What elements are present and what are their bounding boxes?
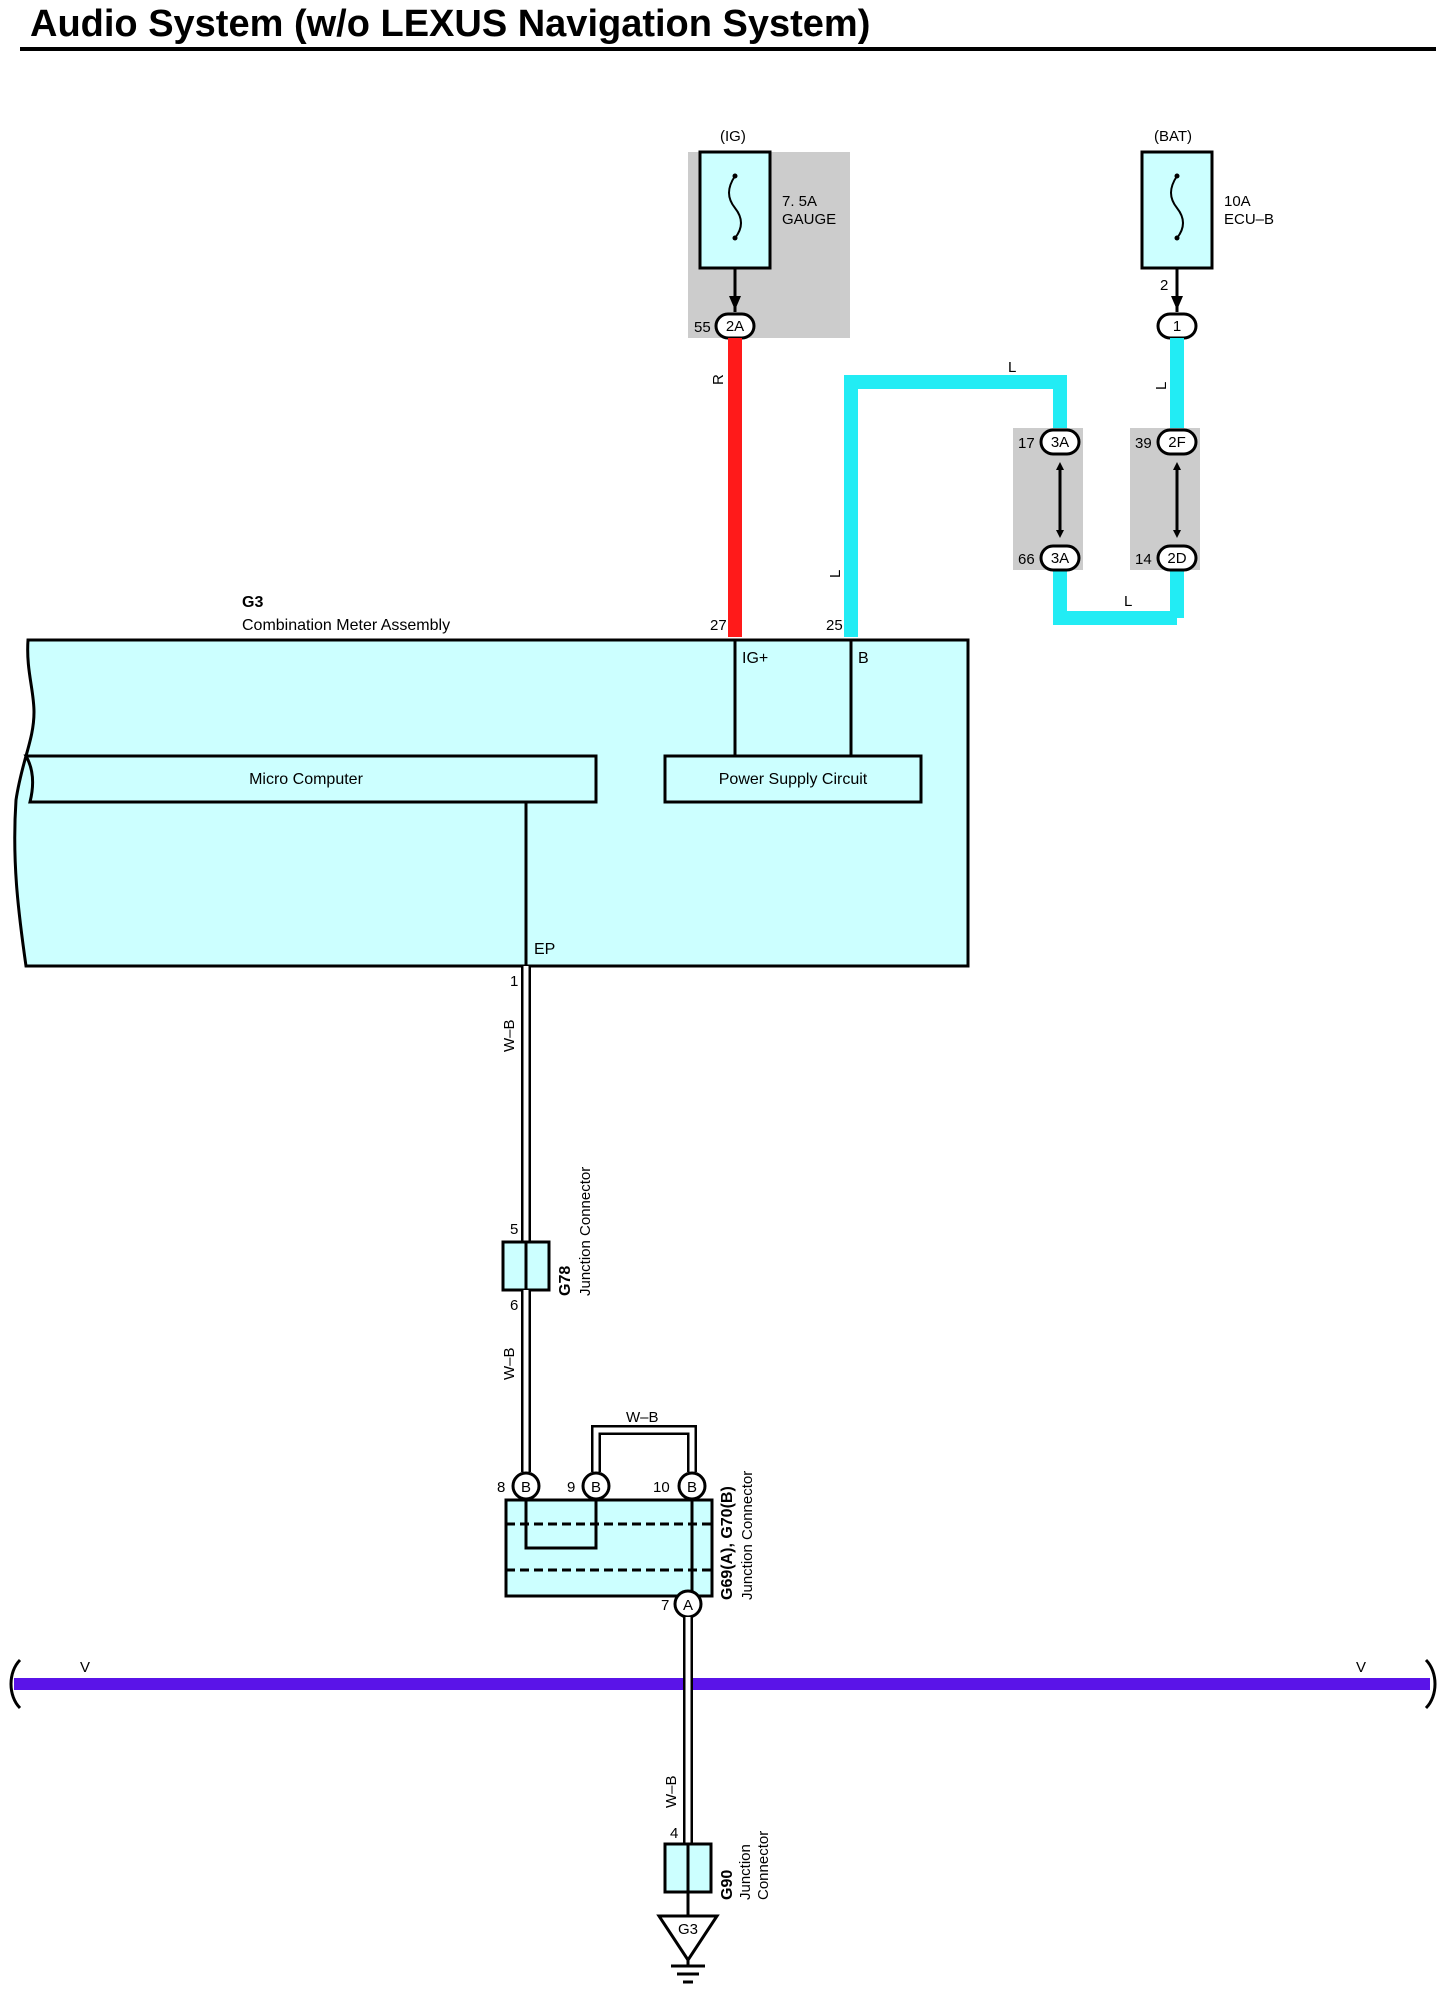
- ground-symbol: [656, 1914, 720, 1963]
- wire-wb-loop-label: W–B: [626, 1409, 659, 1426]
- ig-source-label: (IG): [720, 128, 746, 145]
- power-supply-label: Power Supply Circuit: [719, 771, 868, 788]
- wire-red-label: R: [710, 374, 727, 385]
- g90-name-1: Junction: [737, 1844, 754, 1900]
- connector-2f-label: 2F: [1168, 434, 1186, 451]
- g78-code: G78: [557, 1266, 574, 1296]
- connector-3a-top: [1039, 428, 1081, 456]
- fuse-gauge-rating: 7. 5A: [782, 193, 817, 210]
- g90-code: G90: [719, 1870, 736, 1900]
- micro-computer: [23, 754, 598, 804]
- connector-pin-10: [677, 1471, 707, 1501]
- pin-2: 2: [1160, 277, 1168, 294]
- pin-66: 66: [1018, 551, 1035, 568]
- pin-7: 7: [661, 1597, 669, 1614]
- pin-55: 55: [694, 319, 711, 336]
- g90-name-2: Connector: [755, 1831, 772, 1900]
- fuse-ecu-b-name: ECU–B: [1224, 211, 1274, 228]
- connector-2a-label: 2A: [726, 318, 744, 335]
- g69-name: Junction Connector: [739, 1471, 756, 1600]
- power-supply-circuit: [663, 754, 923, 804]
- terminal-ep: EP: [534, 941, 555, 958]
- svg-text:B: B: [591, 1479, 601, 1496]
- wire-blue-top: [844, 375, 1067, 637]
- fuse-ecu-b-icon: [1170, 175, 1184, 239]
- connector-pin-8: [511, 1471, 541, 1501]
- g78-name: Junction Connector: [577, 1167, 594, 1296]
- pin-1: 1: [510, 973, 518, 990]
- connector-pin-9: [581, 1471, 611, 1501]
- g69-code: G69(A), G70(B): [719, 1486, 736, 1600]
- connector-2f: [1156, 428, 1198, 456]
- wire-wb-loop: [591, 1425, 697, 1472]
- connector-1-label: 1: [1173, 318, 1181, 335]
- fuse-ecu-b-rating: 10A: [1224, 193, 1251, 210]
- pin-39: 39: [1135, 435, 1152, 452]
- connector-3a-top-label: 3A: [1051, 434, 1069, 451]
- ground-code: G3: [678, 1921, 698, 1938]
- pin-10: 10: [653, 1479, 670, 1496]
- bat-source-label: (BAT): [1154, 128, 1192, 145]
- meter-code: G3: [242, 594, 263, 611]
- wire-wb-label-3: W–B: [663, 1775, 680, 1808]
- wire-blue-meter-label: L: [827, 570, 844, 578]
- svg-text:B: B: [687, 1479, 697, 1496]
- wire-wb-label-1: W–B: [501, 1019, 518, 1052]
- fuse-gauge-name: GAUGE: [782, 211, 836, 228]
- wire-wb-label-2: W–B: [501, 1347, 518, 1380]
- fuse-gauge-icon: [728, 175, 742, 239]
- wire-violet-label-left: V: [80, 1659, 90, 1676]
- wire-violet-label-right: V: [1356, 1659, 1366, 1676]
- pin-14: 14: [1135, 551, 1152, 568]
- wire-blue-top-label: L: [1008, 359, 1016, 376]
- wire-blue-bottom: [1053, 570, 1177, 625]
- wire-blue-bat-label: L: [1153, 382, 1170, 390]
- pin-27: 27: [710, 617, 727, 634]
- terminal-ig: IG+: [742, 650, 768, 667]
- pin-5: 5: [510, 1221, 518, 1238]
- connector-2d: [1156, 544, 1198, 572]
- pin-4: 4: [670, 1825, 678, 1842]
- wire-blue-bottom-label: L: [1124, 593, 1132, 610]
- terminal-b: B: [858, 650, 869, 667]
- page-title: Audio System (w/o LEXUS Navigation Syste…: [30, 3, 870, 45]
- pin-8: 8: [497, 1479, 505, 1496]
- svg-text:A: A: [683, 1597, 693, 1614]
- connector-3a-bottom-label: 3A: [1051, 550, 1069, 567]
- fuse-gauge: [698, 150, 772, 270]
- micro-computer-label: Micro Computer: [249, 771, 363, 788]
- pin-25: 25: [826, 617, 843, 634]
- connector-3a-bottom: [1039, 544, 1081, 572]
- connector-2d-label: 2D: [1167, 550, 1186, 567]
- pin-6: 6: [510, 1297, 518, 1314]
- fuse-ecu-b: [1140, 150, 1214, 270]
- pin-17: 17: [1018, 435, 1035, 452]
- pin-9: 9: [567, 1479, 575, 1496]
- meter-name: Combination Meter Assembly: [242, 617, 450, 634]
- svg-text:B: B: [521, 1479, 531, 1496]
